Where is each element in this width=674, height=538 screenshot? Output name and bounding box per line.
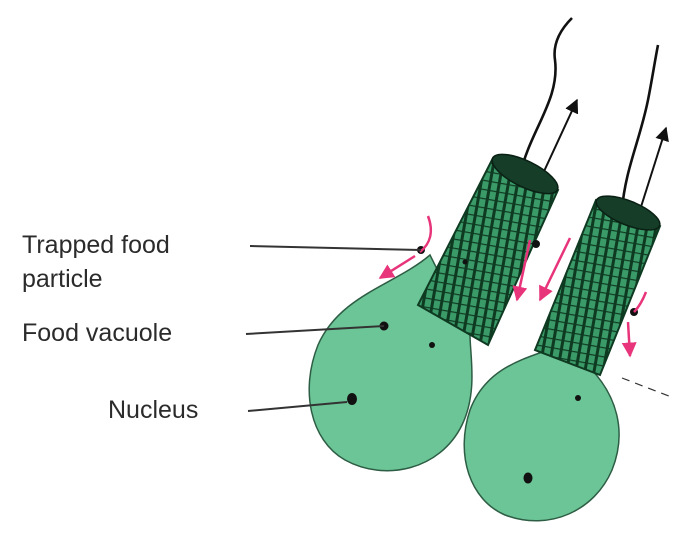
particle-right-3	[575, 395, 581, 401]
leader-trapped-food-particle	[250, 246, 421, 250]
flow-arrow-right-2	[634, 292, 646, 312]
flagellum-right	[622, 45, 658, 210]
label-nucleus: Nucleus	[108, 395, 198, 425]
nucleus-left	[347, 393, 357, 405]
particle-left-3	[463, 260, 468, 265]
label-trapped-food-particle-line2: particle	[22, 264, 103, 294]
nucleus-right	[524, 473, 533, 484]
flagellum-left	[520, 18, 572, 175]
particle-left-2	[429, 342, 435, 348]
trapped-particle-right	[532, 240, 540, 248]
cell-body-right	[464, 350, 619, 521]
label-food-vacuole: Food vacuole	[22, 318, 172, 348]
flagellum-direction-arrow-right	[640, 128, 666, 210]
flow-arrow-right-3	[628, 322, 630, 356]
label-trapped-food-particle: Trapped food	[22, 230, 170, 260]
dashed-guide-line	[622, 378, 674, 398]
